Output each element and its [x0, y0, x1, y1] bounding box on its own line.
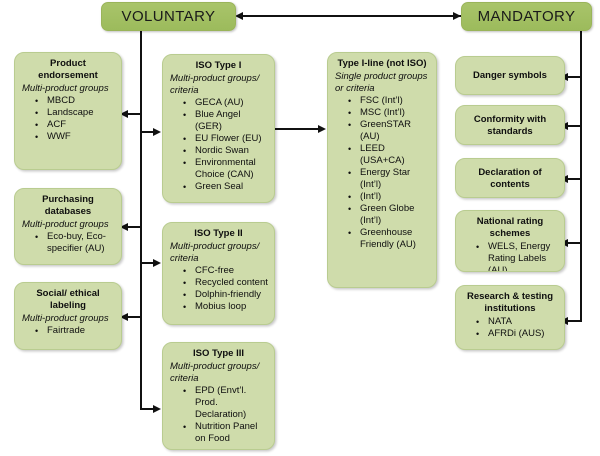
- node-item: WELS, Energy Rating Labels (AU): [476, 241, 558, 271]
- node-item-list: Fairtrade: [21, 325, 115, 337]
- node-item: Eco-buy, Eco-specifier (AU): [35, 231, 115, 255]
- arrowhead-iso-type-ii: [153, 258, 161, 267]
- node-item: Mobius loop: [183, 301, 268, 313]
- node-subtitle: Multi-product groups/ criteria: [170, 241, 260, 264]
- header-voluntary[interactable]: VOLUNTARY: [101, 2, 236, 31]
- node-item: Nutrition Panel on Food: [183, 421, 268, 445]
- node-national-rating-schemes[interactable]: National rating schemes WELS, Energy Rat…: [455, 210, 565, 272]
- node-item-list: WELS, Energy Rating Labels (AU): [462, 241, 558, 271]
- node-iso-type-iii[interactable]: ISO Type III Multi-product groups/ crite…: [162, 342, 275, 450]
- node-subtitle: Multi-product groups/ criteria: [170, 73, 260, 96]
- node-title: Type I-line (not ISO): [337, 58, 427, 69]
- node-title: Conformity with standards: [473, 113, 547, 137]
- node-title: National rating schemes: [476, 216, 544, 239]
- trunk-voluntary: [140, 30, 142, 410]
- header-voluntary-label: VOLUNTARY: [121, 8, 216, 25]
- arrowhead-purchasing-databases: [120, 222, 128, 231]
- header-mandatory[interactable]: MANDATORY: [461, 2, 592, 31]
- node-item: FSC (Int’l): [348, 95, 430, 107]
- node-item: Green Globe (Int’l): [348, 203, 430, 227]
- node-item: Fairtrade: [35, 325, 115, 337]
- node-item: NATA: [476, 316, 558, 328]
- arrowhead-social-ethical-labeling: [120, 312, 128, 321]
- node-type-i-line[interactable]: Type I-line (not ISO) Single product gro…: [327, 52, 437, 288]
- node-iso-type-ii[interactable]: ISO Type II Multi-product groups/ criter…: [162, 222, 275, 325]
- node-item: Green Seal: [183, 181, 268, 193]
- node-item: (Int’l): [348, 191, 430, 203]
- node-item: Dolphin-friendly: [183, 289, 268, 301]
- branch-iso-type-i: [140, 131, 154, 133]
- arrowhead-to-mandatory: [453, 11, 461, 20]
- node-subtitle: Multi-product groups: [22, 219, 109, 230]
- branch-product-endorsement: [128, 113, 142, 115]
- branch-social-ethical-labeling: [128, 316, 142, 318]
- branch-conformity: [568, 125, 582, 127]
- node-research-testing-institutions[interactable]: Research & testing institutions NATAAFRD…: [455, 285, 565, 350]
- node-conformity-with-standards[interactable]: Conformity with standards: [455, 105, 565, 145]
- node-item: CFC-free: [183, 265, 268, 277]
- node-item: Landscape: [35, 107, 115, 119]
- node-title: Purchasing databases: [42, 194, 94, 217]
- node-item: EPD (Envt’l. Prod. Declaration): [183, 385, 268, 421]
- arrowhead-product-endorsement: [120, 109, 128, 118]
- node-item: AFRDi (AUS): [476, 328, 558, 340]
- node-subtitle: Multi-product groups: [22, 313, 109, 324]
- node-danger-symbols[interactable]: Danger symbols: [455, 56, 565, 95]
- node-subtitle: Single product groups or criteria: [335, 71, 428, 94]
- node-item-list: FSC (Int’l)MSC (Int’l)GreenSTAR (AU)LEED…: [334, 95, 430, 251]
- node-social-ethical-labeling[interactable]: Social/ ethical labeling Multi-product g…: [14, 282, 122, 350]
- branch-declaration: [568, 178, 582, 180]
- node-subtitle: Multi-product groups: [22, 83, 109, 94]
- branch-national-rating: [568, 242, 582, 244]
- branch-danger-symbols: [568, 76, 582, 78]
- node-item: EU Flower (EU): [183, 133, 268, 145]
- branch-research-testing: [568, 320, 582, 322]
- arrowhead-to-voluntary: [235, 11, 243, 20]
- node-title: Danger symbols: [473, 70, 547, 81]
- node-item: Energy Star (Int’l): [348, 167, 430, 191]
- node-item: MBCD: [35, 95, 115, 107]
- header-mandatory-label: MANDATORY: [477, 8, 576, 25]
- node-title: Social/ ethical labeling: [36, 288, 100, 311]
- node-item: GreenSTAR (AU): [348, 119, 430, 143]
- arrowhead-iso-type-iii: [153, 404, 161, 413]
- node-title: ISO Type III: [192, 348, 245, 359]
- node-title: Research & testing institutions: [466, 291, 554, 314]
- node-title: Declaration of contents: [478, 166, 542, 190]
- branch-purchasing-databases: [128, 226, 142, 228]
- connector-isoi-to-typeiline: [275, 128, 319, 130]
- arrowhead-iso-type-i: [153, 127, 161, 136]
- node-item: WWF: [35, 131, 115, 143]
- node-item-list: Eco-buy, Eco-specifier (AU): [21, 231, 115, 255]
- node-item: Blue Angel (GER): [183, 109, 268, 133]
- node-title: Product endorsement: [38, 58, 98, 81]
- branch-iso-type-ii: [140, 262, 154, 264]
- node-item-list: GECA (AU)Blue Angel (GER)EU Flower (EU)N…: [169, 97, 268, 193]
- connector-headers: [243, 15, 461, 17]
- node-subtitle: Multi-product groups/ criteria: [170, 361, 260, 384]
- node-item-list: NATAAFRDi (AUS): [462, 316, 558, 340]
- node-item: GECA (AU): [183, 97, 268, 109]
- node-product-endorsement[interactable]: Product endorsement Multi-product groups…: [14, 52, 122, 170]
- node-item: ACF: [35, 119, 115, 131]
- branch-iso-type-iii: [140, 408, 154, 410]
- node-item: Nordic Swan: [183, 145, 268, 157]
- node-purchasing-databases[interactable]: Purchasing databases Multi-product group…: [14, 188, 122, 265]
- node-item-list: CFC-freeRecycled contentDolphin-friendly…: [169, 265, 268, 313]
- arrowhead-typeiline: [318, 124, 326, 133]
- node-title: ISO Type I: [195, 60, 242, 71]
- node-item: Environmental Choice (CAN): [183, 157, 268, 181]
- node-item: MSC (Int’l): [348, 107, 430, 119]
- node-item: Recycled content: [183, 277, 268, 289]
- node-item-list: MBCDLandscapeACFWWF: [21, 95, 115, 143]
- node-item-list: EPD (Envt’l. Prod. Declaration)Nutrition…: [169, 385, 268, 445]
- node-title: ISO Type II: [194, 228, 243, 239]
- node-declaration-of-contents[interactable]: Declaration of contents: [455, 158, 565, 198]
- trunk-mandatory: [580, 30, 582, 321]
- node-item: LEED (USA+CA): [348, 143, 430, 167]
- node-iso-type-i[interactable]: ISO Type I Multi-product groups/ criteri…: [162, 54, 275, 203]
- node-item: Greenhouse Friendly (AU): [348, 227, 430, 251]
